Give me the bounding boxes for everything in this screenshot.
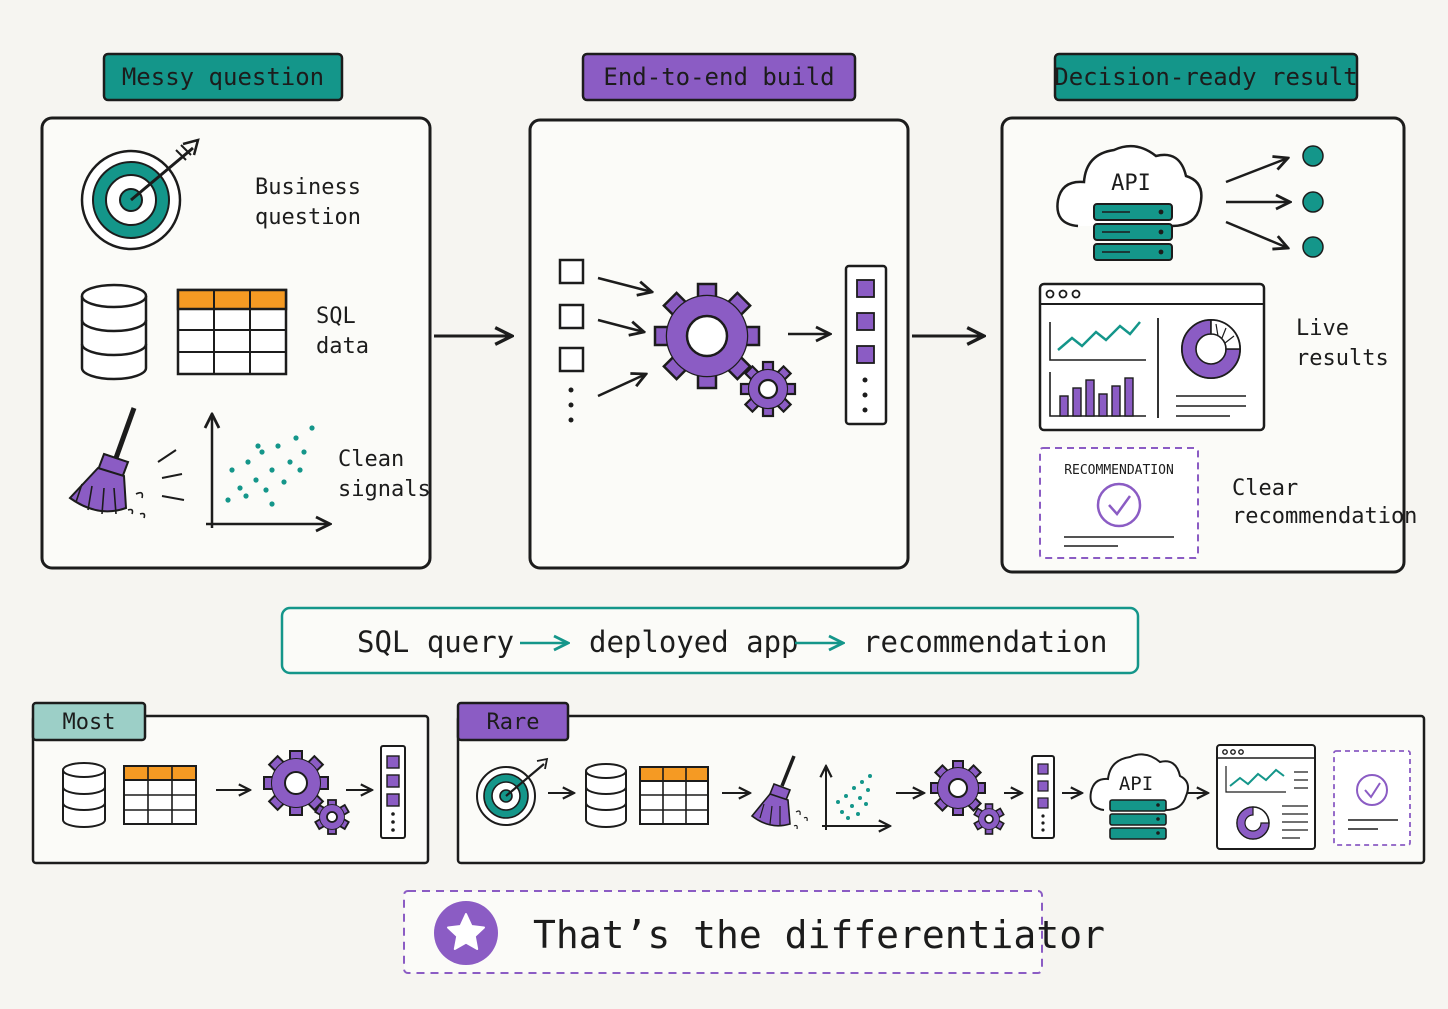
check-circle-icon	[1096, 482, 1142, 528]
database-icon	[80, 283, 148, 381]
most-database-icon	[62, 762, 106, 828]
table-icon	[176, 288, 288, 376]
pipeline-step-sql-query: SQL query	[357, 625, 514, 659]
rare-dashboard-window-icon	[1216, 744, 1316, 850]
live-label-line1: Live	[1296, 316, 1349, 341]
rare-api-label: API	[1119, 773, 1153, 795]
recommendation-card: RECOMMENDATION	[1039, 447, 1199, 559]
clear-label-line1: Clear	[1232, 476, 1298, 501]
rare-target-icon	[476, 757, 549, 826]
most-gear-large-icon	[263, 750, 329, 816]
most-output-list-icon	[380, 745, 406, 839]
pipeline-step-recommendation: recommendation	[863, 625, 1107, 659]
most-label: Most	[63, 710, 116, 735]
clear-label-line2: recommendation	[1232, 504, 1417, 529]
sql-label-line1: SQL	[316, 304, 356, 329]
server-icon	[1093, 203, 1173, 261]
differentiator-callout: That’s the differentiator	[403, 890, 1105, 974]
business-label-line1: Business	[255, 175, 361, 200]
most-gear-small-icon	[314, 799, 350, 835]
rare-check-circle-icon	[1356, 774, 1388, 806]
rare-scatter-plot-icon	[822, 766, 890, 830]
input-items-icon	[558, 258, 585, 423]
gear-small-icon	[739, 360, 797, 418]
output-list-icon	[844, 264, 888, 426]
rare-label: Rare	[487, 710, 540, 735]
clean-label-line2: signals	[338, 477, 431, 502]
rare-recommendation-card	[1333, 750, 1411, 846]
broom-icon	[68, 407, 185, 519]
rare-gear-large-icon	[930, 760, 986, 816]
pipeline-step-deployed-app: deployed app	[589, 625, 799, 659]
recommendation-card-title: RECOMMENDATION	[1064, 463, 1174, 478]
most-panel: Most	[31, 701, 430, 865]
sql-label-line2: data	[316, 334, 369, 359]
clean-label-line1: Clean	[338, 447, 404, 472]
api-output-arrows	[1225, 158, 1290, 248]
rare-cloud-api-icon: API	[1089, 753, 1189, 840]
rare-output-list-icon	[1031, 755, 1055, 839]
api-label: API	[1111, 171, 1151, 196]
rare-table-icon	[639, 766, 709, 825]
star-badge-icon	[434, 901, 498, 965]
scatter-plot-icon	[206, 414, 330, 528]
stage-title-decision-ready-result: Decision-ready result	[1054, 63, 1357, 91]
rare-gear-small-icon	[973, 803, 1005, 835]
most-tab	[31, 701, 147, 742]
rare-tab	[456, 701, 570, 742]
live-label-line2: results	[1296, 346, 1389, 371]
business-label-line2: question	[255, 205, 361, 230]
target-icon	[80, 138, 200, 251]
input-arrows	[597, 276, 652, 398]
rare-panel: Rare	[456, 701, 1426, 865]
rare-broom-icon	[750, 755, 808, 830]
stage-tab-messy-question: Messy question	[102, 52, 344, 102]
rare-database-icon	[585, 763, 627, 828]
output-dots	[1302, 145, 1324, 258]
stage-title-end-to-end-build: End-to-end build	[603, 63, 834, 91]
stage-tab-end-to-end-build: End-to-end build	[581, 52, 857, 102]
gear-large-icon	[653, 282, 761, 390]
pipeline-summary-bar: SQL query deployed app recommendation	[280, 606, 1140, 675]
differentiator-text: That’s the differentiator	[533, 913, 1105, 957]
stage-title-messy-question: Messy question	[122, 63, 324, 91]
stage-tab-decision-ready-result: Decision-ready result	[1053, 52, 1359, 102]
dashboard-window-icon	[1038, 282, 1266, 432]
most-table-icon	[123, 765, 197, 825]
